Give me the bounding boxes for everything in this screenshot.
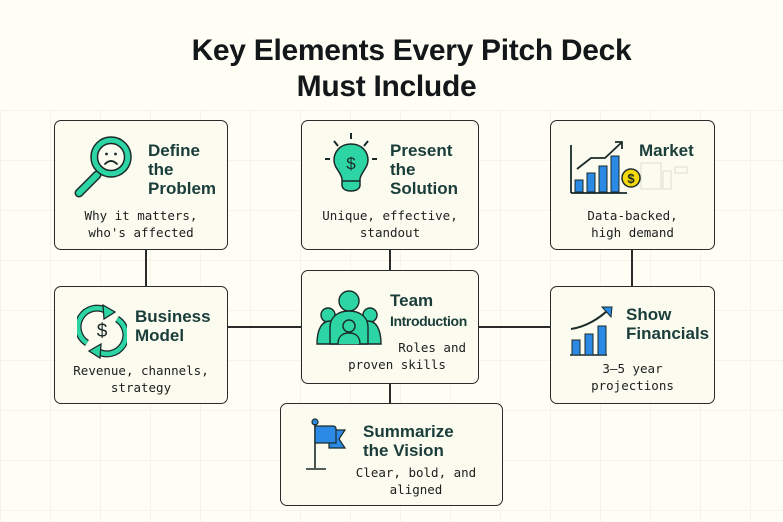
card-description: Revenue, channels, strategy	[55, 362, 227, 396]
card-description: 3–5 year projections	[551, 360, 714, 394]
team-people-icon	[316, 290, 382, 345]
flag-icon	[306, 418, 347, 470]
desc-line: Data-backed,	[587, 208, 678, 223]
desc-line: Revenue, channels,	[73, 363, 209, 378]
title-line-2: Must Include	[296, 70, 477, 103]
desc-line: aligned	[389, 482, 443, 497]
card-define-problem: Define the Problem Why it matters, who's…	[54, 120, 228, 250]
heading-line: the Vision	[363, 441, 444, 460]
page-title: Key Elements Every Pitch Deck Must Inclu…	[0, 33, 783, 105]
card-heading: Show Financials	[626, 305, 709, 343]
desc-line: strategy	[110, 380, 172, 395]
card-market: $ Market Data-backed, high demand	[550, 120, 715, 250]
card-show-financials: Show Financials 3–5 year projections	[550, 286, 715, 404]
svg-text:$: $	[346, 154, 356, 173]
desc-line: Why it matters,	[84, 208, 198, 223]
lightbulb-dollar-icon: $	[325, 133, 377, 192]
card-heading: Summarize the Vision	[363, 422, 454, 460]
card-heading: Business Model	[135, 307, 211, 345]
card-description: Unique, effective, standout	[302, 207, 478, 241]
desc-line: Roles and	[398, 340, 466, 355]
card-present-solution: $ Present the Solution Unique, effective…	[301, 120, 479, 250]
svg-text:$: $	[627, 171, 635, 186]
card-heading: Team Introduction	[390, 291, 467, 331]
connector-business-team	[227, 326, 301, 328]
desc-line: Clear, bold, and	[355, 465, 477, 480]
desc-line: 3–5 year	[602, 361, 663, 376]
card-heading: Define the Problem	[148, 141, 216, 198]
connector-market-financials	[631, 249, 633, 286]
bar-chart-coin-icon: $	[570, 141, 688, 194]
heading-line: the	[390, 160, 416, 179]
card-summarize-vision: Summarize the Vision Clear, bold, and al…	[280, 403, 503, 506]
cycle-dollar-icon: $	[77, 303, 127, 359]
desc-line: Unique, effective,	[322, 208, 458, 223]
growth-chart-icon	[570, 306, 613, 356]
svg-text:$: $	[97, 321, 108, 342]
connector-team-financials	[478, 326, 550, 328]
card-business-model: $ Business Model Revenue, channels, stra…	[54, 286, 228, 404]
desc-line: who's affected	[88, 225, 194, 240]
card-description: Why it matters, who's affected	[55, 207, 227, 241]
heading-line: Model	[135, 326, 185, 345]
connector-team-vision	[389, 383, 391, 403]
heading-line: Define	[148, 141, 200, 160]
card-heading: Market	[639, 141, 694, 160]
card-description: Clear, bold, and aligned	[331, 464, 501, 498]
card-team-introduction: Team Introduction Roles and proven skill…	[301, 270, 479, 384]
desc-line: proven skills	[348, 357, 446, 372]
heading-line: Business	[135, 307, 211, 326]
heading-line: Financials	[626, 324, 710, 343]
heading-line: Introduction	[390, 313, 467, 329]
heading-line: Summarize	[363, 422, 454, 441]
card-description: Roles and proven skills	[322, 339, 472, 373]
connector-problem-business	[145, 249, 147, 286]
heading-line: Show	[626, 305, 672, 324]
heading-line: the	[148, 160, 174, 179]
desc-line: projections	[591, 378, 674, 393]
connector-solution-team	[389, 249, 391, 270]
heading-line: Solution	[390, 179, 458, 198]
card-heading: Present the Solution	[390, 141, 458, 198]
title-line-1: Key Elements Every Pitch Deck	[191, 34, 632, 67]
desc-line: high demand	[591, 225, 674, 240]
heading-line: Market	[639, 141, 694, 160]
magnifier-sad-face-icon	[74, 136, 132, 198]
heading-line: Problem	[148, 179, 217, 198]
desc-line: standout	[359, 225, 421, 240]
heading-line: Present	[390, 141, 453, 160]
card-description: Data-backed, high demand	[551, 207, 714, 241]
heading-line: Team	[390, 291, 434, 310]
